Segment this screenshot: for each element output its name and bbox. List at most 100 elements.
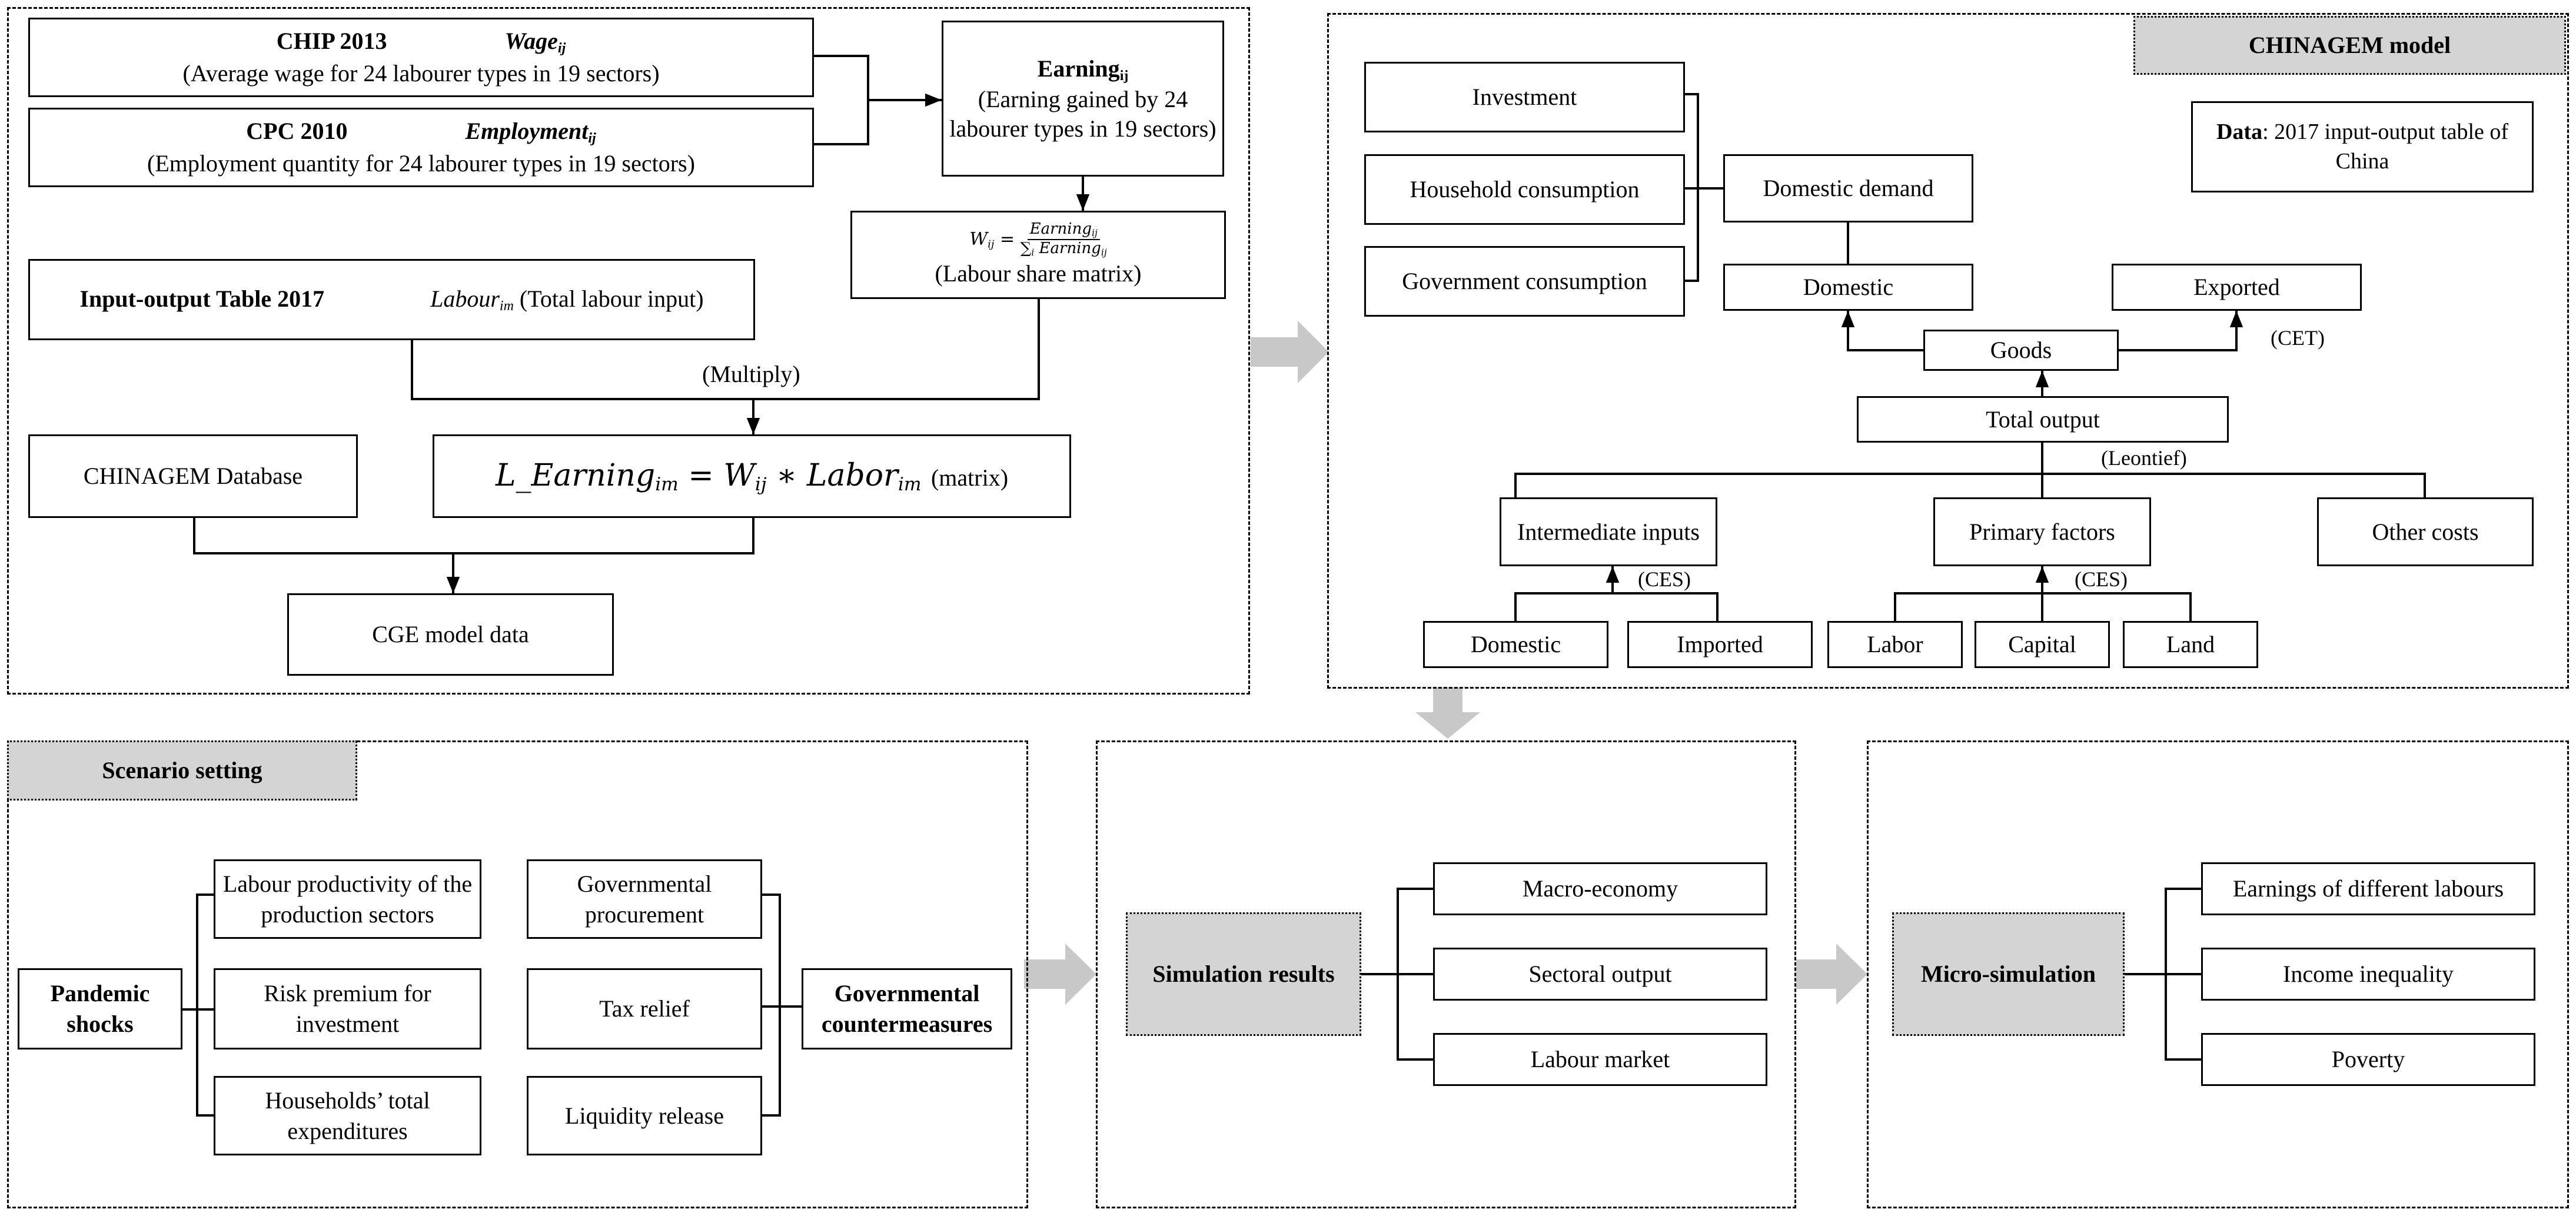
chip-source: CHIP 2013 [276, 28, 387, 55]
formula-equals: = [688, 457, 714, 493]
chinagem-database-box: CHINAGEM Database [28, 434, 358, 518]
scenario-title: Scenario setting [7, 740, 357, 801]
ces-intermediate-label: (CES) [1638, 567, 1691, 591]
ces-intermediate-bracket [1514, 592, 1719, 621]
io-table-box: Input-output Table 2017 Labourim (Total … [28, 259, 755, 340]
domestic-box: Domestic [1723, 264, 1973, 311]
data-preparation-panel [7, 7, 1250, 695]
formula-times: ∗ [776, 457, 797, 493]
leontief-label: (Leontief) [2101, 446, 2187, 470]
share-denominator: Earning [1039, 240, 1101, 257]
labour-subscript: im [499, 298, 514, 314]
block-arrow-to-simulation [1024, 944, 1096, 1005]
formula-lhs: L_Earning [495, 457, 656, 493]
formula-labor: Labor [806, 457, 898, 493]
pandemic-bracket [196, 894, 214, 1117]
investment-box: Investment [1364, 62, 1685, 132]
cet-label: (CET) [2271, 326, 2325, 350]
cpc-description: (Employment quantity for 24 labourer typ… [147, 150, 695, 177]
liquidity-release-box: Liquidity release [527, 1076, 762, 1155]
domestic-demand-box: Domestic demand [1723, 154, 1973, 222]
formula-note: (matrix) [930, 464, 1009, 491]
risk-premium-box: Risk premium for investment [214, 968, 481, 1049]
employment-label: Employment [465, 118, 589, 145]
labour-label: Labour [430, 285, 500, 312]
share-description: (Labour share matrix) [935, 260, 1142, 287]
earning-box: Earningij (Earning gained by 24 labourer… [942, 21, 1224, 177]
household-consumption-box: Household consumption [1364, 154, 1685, 225]
multiply-connector [411, 299, 1040, 400]
earning-description: (Earning gained by 24 labourer types in … [949, 85, 1216, 142]
wage-subscript: ij [557, 41, 566, 57]
share-equals: = [1000, 229, 1015, 250]
share-fraction: Earningij ∑i Earningij [1020, 220, 1107, 258]
micro-simulation-box: Micro-simulation [1892, 912, 2125, 1036]
cge-model-data-label: CGE model data [372, 621, 529, 647]
simulation-results-box: Simulation results [1126, 912, 1361, 1036]
labour-productivity-box: Labour productivity of the production se… [214, 859, 481, 939]
goods-to-exported-arrow [2119, 311, 2243, 351]
simulation-panel [1096, 740, 1796, 1208]
macro-economy-box: Macro-economy [1433, 862, 1767, 915]
government-consumption-box: Government consumption [1364, 246, 1685, 317]
formula-labor-subscript: im [898, 473, 922, 495]
earnings-of-labours-box: Earnings of different labours [2201, 862, 2535, 915]
share-sum-index: i [1031, 247, 1035, 258]
io-source: Input-output Table 2017 [79, 285, 325, 312]
multiply-label: (Multiply) [702, 361, 800, 387]
scenario-panel [7, 740, 1028, 1208]
labour-share-box: Wij = Earningij ∑i Earningij (Labour sha… [850, 211, 1226, 299]
domestic-input-box: Domestic [1423, 621, 1608, 668]
share-numerator-subscript: ij [1091, 228, 1098, 239]
income-inequality-box: Income inequality [2201, 948, 2535, 1001]
imported-box: Imported [1627, 621, 1813, 668]
share-denominator-subscript: ij [1101, 247, 1107, 258]
chinagem-title: CHINAGEM model [2133, 16, 2566, 75]
chip-description: (Average wage for 24 labourer types in 1… [182, 59, 660, 87]
employment-subscript: ij [588, 131, 596, 147]
sectoral-output-box: Sectoral output [1433, 948, 1767, 1001]
tax-relief-box: Tax relief [527, 968, 762, 1049]
block-arrow-to-micro [1796, 944, 1867, 1005]
exported-box: Exported [2112, 264, 2362, 311]
io-description: (Total labour input) [519, 285, 704, 312]
cge-model-data-box: CGE model data [287, 593, 614, 676]
ces-primary-label: (CES) [2075, 567, 2128, 591]
labour-market-box: Labour market [1433, 1033, 1767, 1086]
labor-box: Labor [1827, 621, 1963, 668]
chinagem-database-label: CHINAGEM Database [83, 463, 303, 489]
countermeasures-bracket [762, 894, 781, 1117]
leontief-bracket [1514, 473, 2426, 497]
total-output-box: Total output [1857, 396, 2229, 443]
cpc-box: CPC 2010 Employmentij (Employment quanti… [28, 108, 814, 187]
db-formula-merge-connector [193, 518, 754, 554]
chip-box: CHIP 2013 Wageij (Average wage for 24 la… [28, 18, 814, 97]
other-costs-box: Other costs [2317, 497, 2534, 566]
capital-box: Capital [1975, 621, 2110, 668]
share-w-subscript: ij [988, 238, 995, 251]
goods-to-domestic-arrow [1841, 311, 1923, 351]
block-arrow-down-to-simulation [1415, 687, 1480, 739]
poverty-box: Poverty [2201, 1033, 2535, 1086]
formula-w-subscript: ij [754, 473, 767, 495]
goods-box: Goods [1923, 330, 2119, 371]
earning-formula-box: L_Earningim = Wij ∗ Laborim (matrix) [433, 434, 1071, 518]
governmental-procurement-box: Governmental procurement [527, 859, 762, 939]
land-box: Land [2123, 621, 2258, 668]
household-expenditures-box: Households’ total expenditures [214, 1076, 481, 1155]
intermediate-inputs-box: Intermediate inputs [1500, 497, 1717, 566]
block-arrow-to-chinagem [1251, 321, 1329, 383]
share-numerator: Earning [1029, 220, 1092, 238]
chinagem-panel [1327, 13, 2569, 689]
formula-lhs-subscript: im [655, 473, 679, 495]
primary-factors-box: Primary factors [1933, 497, 2151, 566]
share-w: W [969, 229, 988, 250]
data-note-text: : 2017 input-output table of China [2262, 119, 2509, 174]
cpc-source: CPC 2010 [246, 118, 348, 145]
data-note-box: Data: 2017 input-output table of China [2191, 101, 2534, 192]
wage-label: Wage [504, 28, 558, 55]
share-sum-symbol: ∑ [1020, 240, 1032, 257]
governmental-countermeasures-box: Governmental countermeasures [802, 968, 1012, 1049]
micro-panel [1867, 740, 2569, 1208]
